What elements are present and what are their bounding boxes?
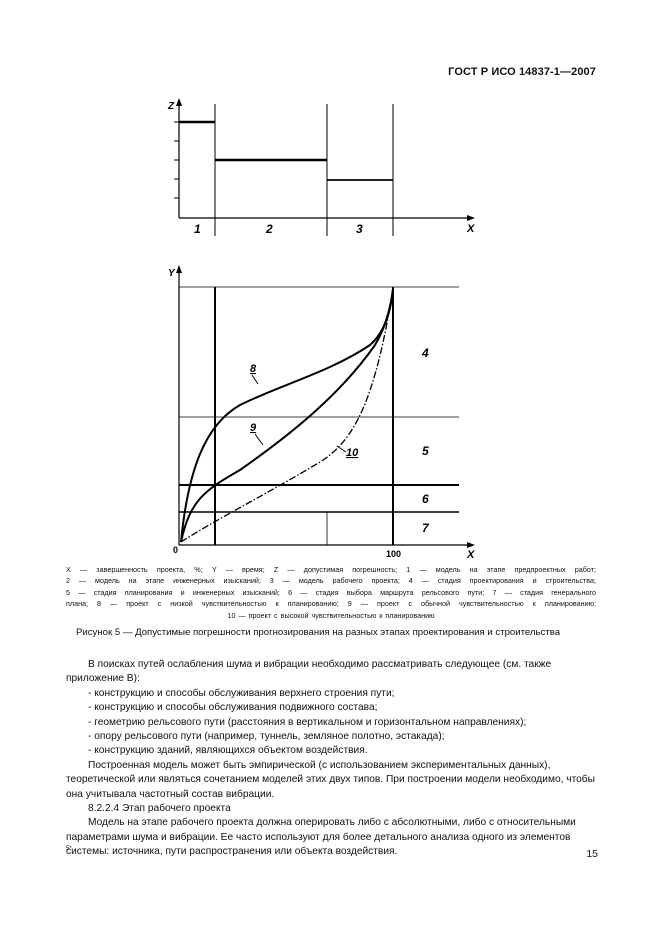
bottom-y-label: Y [168,268,176,279]
working-project-paragraph: Модель на этапе рабочего проекта должна … [66,817,576,858]
document-header: ГОСТ Р ИСО 14837-1—2007 [448,66,596,78]
curve-label-8: 8 [250,363,257,375]
curve-10 [180,288,394,543]
band-label-4: 4 [421,346,429,360]
origin-label: 0 [173,545,178,555]
bottom-y-arrow [176,265,182,273]
intro-paragraph: В поисках путей ослабления шума и вибрац… [66,659,552,685]
figure-caption: Рисунок 5 — Допустимые погрешности прогн… [76,627,561,638]
list-item: - геометрию рельсового пути (расстояния … [88,716,527,728]
zone-label-2: 2 [265,222,273,236]
figure-5: Z X 1 2 3 Y X 0 100 8 9 10 4 5 6 7 [167,98,475,560]
x-end-label: 100 [386,549,401,559]
curve-label-9: 9 [250,422,257,434]
legend-line: 2 — модель на этапе инженерных изысканий… [66,576,596,586]
legend-line: 5 — стадия планирования и инженерных изы… [66,587,596,597]
body-text: В поисках путей ослабления шума и вибрац… [66,658,598,860]
legend-line: плана; 8 — проект с низкой чувствительно… [66,599,596,609]
list-item: - опору рельсового пути (например, тунне… [88,731,445,743]
section-heading: 8.2.2.4 Этап рабочего проекта [88,803,231,815]
band-label-5: 5 [422,444,429,458]
zone-label-1: 1 [194,222,201,236]
band-label-6: 6 [422,492,429,506]
list-item: - конструкцию и способы обслуживания под… [88,702,378,714]
page-number: 15 [586,848,598,860]
curve-label-9-leader [254,433,264,446]
bottom-chart [176,265,475,548]
bottom-x-arrow [467,542,475,548]
top-y-arrow [176,98,182,106]
top-x-label: X [466,223,475,235]
top-x-arrow [467,215,475,221]
zone-label-3: 3 [356,222,363,236]
legend-line: X — завершенность проекта, %; Y — время;… [66,565,596,574]
footer-mark: 5* [66,846,72,852]
list-item: - конструкцию зданий, являющихся объекто… [88,745,368,757]
legend-line: 10 — проект с высокой чувствительностью … [227,610,435,620]
curve-label-10: 10 [346,447,359,459]
curve-label-10-leader [336,445,347,453]
bottom-x-label: X [466,549,475,560]
top-chart [174,98,475,236]
model-paragraph: Построенная модель может быть эмпирическ… [66,759,595,800]
figure-legend: X — завершенность проекта, %; Y — время;… [66,564,596,621]
top-y-label: Z [167,101,175,112]
band-label-7: 7 [422,521,430,535]
curve-label-8-leader [251,374,259,385]
curve-8 [180,288,394,543]
list-item: - конструкцию и способы обслуживания вер… [88,687,395,699]
curve-9 [180,288,394,543]
